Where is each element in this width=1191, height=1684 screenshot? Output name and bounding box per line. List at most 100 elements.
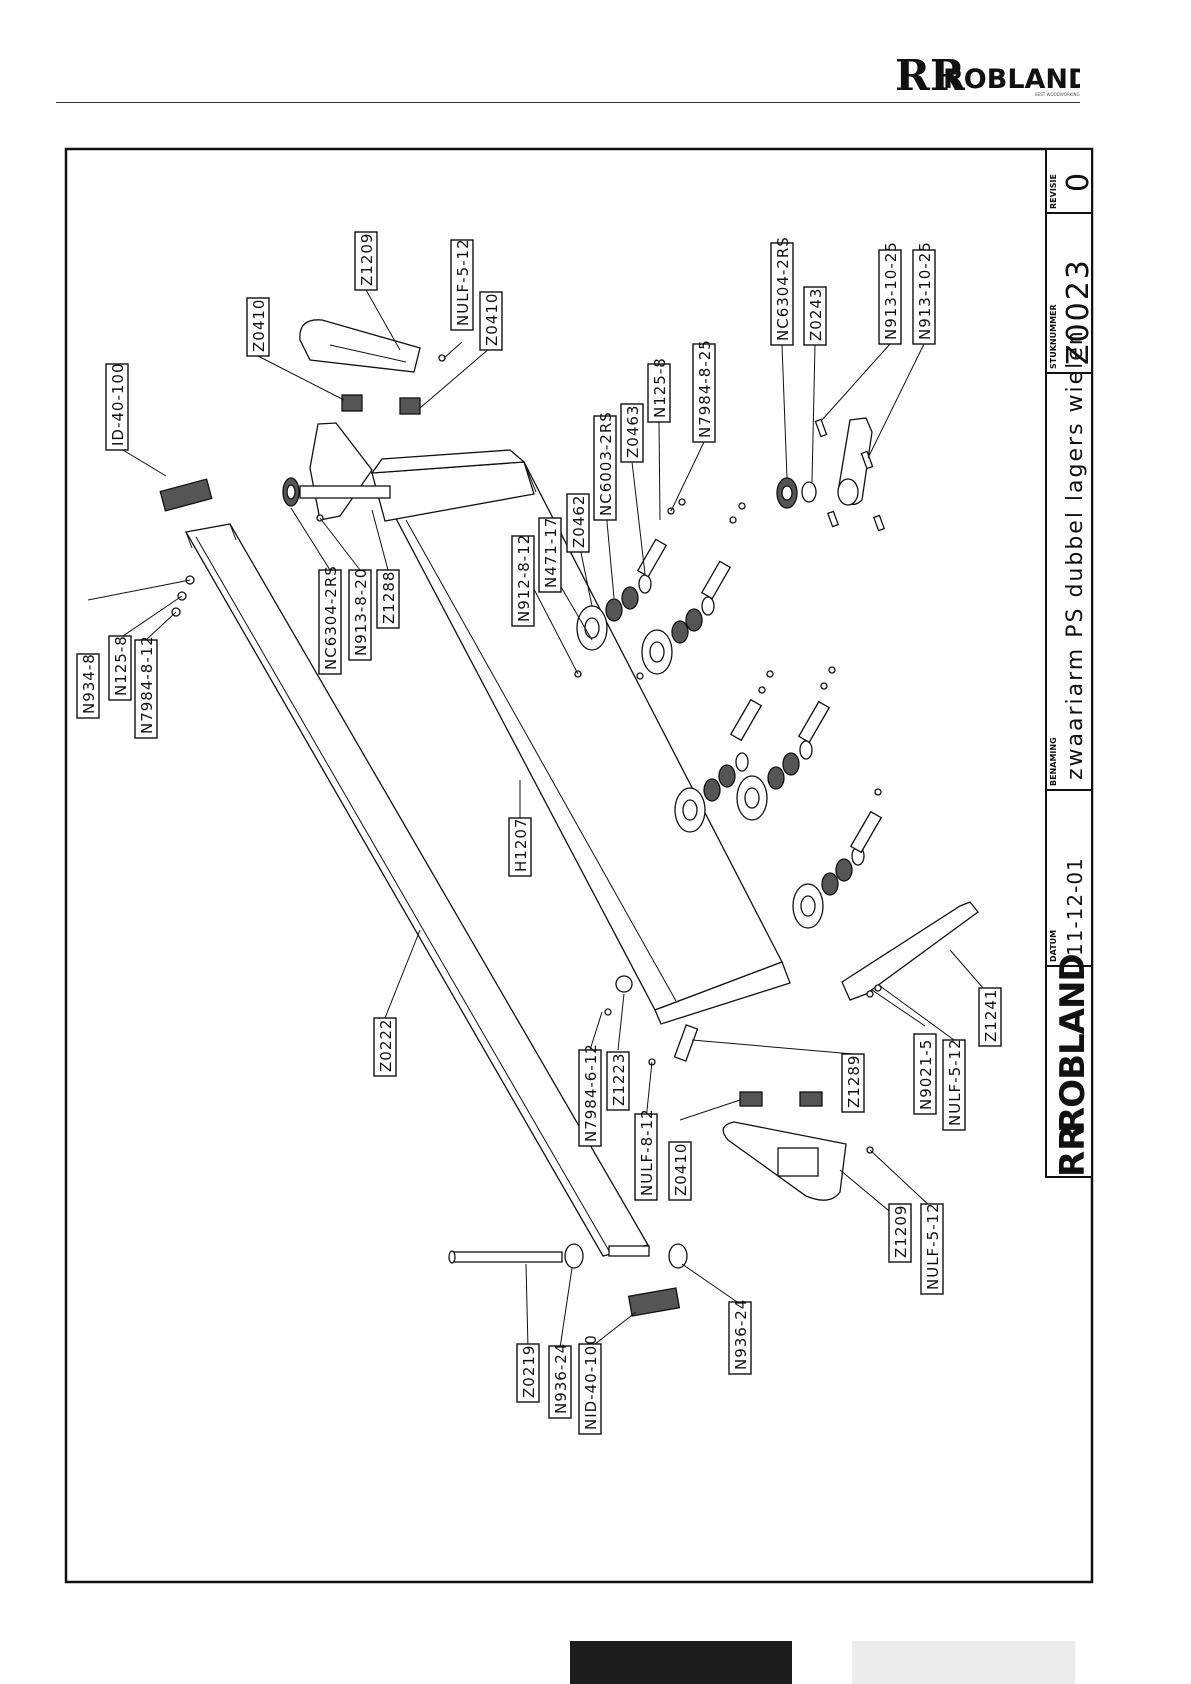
part-label-p18: Z0462 bbox=[566, 493, 590, 553]
svg-text:N913-8-20: N913-8-20 bbox=[352, 568, 370, 656]
svg-text:NULF-5-12: NULF-5-12 bbox=[924, 1202, 942, 1290]
part-label-p26: Z1223 bbox=[606, 1051, 630, 1111]
spacer-z1289 bbox=[673, 1024, 699, 1062]
svg-text:NULF-5-12: NULF-5-12 bbox=[454, 238, 472, 326]
cover-top-z1209 bbox=[299, 319, 421, 373]
svg-text:NULF-8-12: NULF-8-12 bbox=[638, 1108, 656, 1196]
part-label-p21: N125-8 bbox=[647, 357, 671, 423]
part-geometry bbox=[159, 319, 979, 1317]
svg-text:Z0243: Z0243 bbox=[807, 288, 825, 341]
svg-text:H1207: H1207 bbox=[512, 818, 530, 872]
revisie-label: REVISIE bbox=[1049, 174, 1058, 209]
part-label-p22: N7984-8-25 bbox=[692, 339, 716, 443]
part-label-p28: Z0410 bbox=[668, 1141, 692, 1201]
part-label-p24: Z0222 bbox=[373, 1017, 397, 1077]
part-label-p8: N913-10-25 bbox=[878, 241, 902, 345]
svg-text:Z0463: Z0463 bbox=[624, 405, 642, 458]
bracket-z1241 bbox=[841, 901, 979, 1001]
header-logo-mark: RR bbox=[895, 54, 966, 98]
svg-text:N913-10-25: N913-10-25 bbox=[882, 241, 900, 340]
part-labels: ID-40-100 Z0410 Z1209 NULF-5-12 Z0410 NC… bbox=[76, 231, 1002, 1435]
nut-n936-b bbox=[668, 1243, 688, 1269]
part-label-p23: H1207 bbox=[508, 817, 532, 877]
svg-text:N934-8: N934-8 bbox=[80, 653, 98, 714]
svg-text:Z1288: Z1288 bbox=[380, 571, 398, 624]
title-block-logo: RR ROBLAND bbox=[1053, 954, 1093, 1177]
header-robland-logo: RR ROBLAND BEST WOODWORKING bbox=[895, 51, 1090, 100]
part-label-p2: Z0410 bbox=[246, 297, 270, 357]
part-label-p4: NULF-5-12 bbox=[450, 238, 474, 331]
svg-text:N7984-8-25: N7984-8-25 bbox=[696, 339, 714, 438]
nut-n936-a bbox=[564, 1243, 584, 1269]
part-label-p36: N936-24 bbox=[548, 1343, 572, 1419]
part-label-p31: NULF-5-12 bbox=[942, 1038, 966, 1131]
part-label-p37: NID-40-100 bbox=[578, 1334, 602, 1435]
part-label-p14: N913-8-20 bbox=[348, 568, 372, 661]
svg-text:N7984-8-12: N7984-8-12 bbox=[138, 635, 156, 734]
stuknummer-label: STUKNUMMER bbox=[1049, 304, 1058, 369]
svg-text:NC6304-2RS: NC6304-2RS bbox=[774, 236, 792, 341]
svg-text:N7984-6-12: N7984-6-12 bbox=[582, 1043, 600, 1142]
title-block: RR ROBLAND DATUM 11-12-01 BENAMING zwaar… bbox=[1045, 148, 1096, 1178]
wheel-stack-2 bbox=[641, 502, 746, 675]
svg-text:N471-17: N471-17 bbox=[542, 517, 560, 588]
svg-text:N936-24: N936-24 bbox=[552, 1343, 570, 1414]
part-label-p29: Z1289 bbox=[841, 1053, 865, 1113]
leader-lines bbox=[87, 289, 991, 1349]
part-label-p38: N936-24 bbox=[728, 1299, 752, 1375]
part-label-p17: N471-17 bbox=[538, 517, 562, 593]
svg-text:Z1223: Z1223 bbox=[610, 1053, 628, 1106]
svg-text:NC6304-2RS: NC6304-2RS bbox=[322, 565, 340, 670]
wheel-stack-1 bbox=[576, 498, 686, 651]
part-label-p5: Z0410 bbox=[479, 291, 503, 351]
cap-z1223 bbox=[615, 975, 633, 993]
svg-text:Z0410: Z0410 bbox=[250, 299, 268, 352]
header-tagline: BEST WOODWORKING bbox=[1035, 92, 1080, 97]
clip-z0410-b bbox=[399, 397, 421, 415]
svg-text:N913-10-25: N913-10-25 bbox=[916, 241, 934, 340]
benaming-value: zwaariarm PS dubbel lagers wielen bbox=[1063, 329, 1088, 780]
part-label-p10: N934-8 bbox=[76, 653, 100, 719]
part-label-p7: Z0243 bbox=[803, 286, 827, 346]
svg-text:Z0222: Z0222 bbox=[377, 1019, 395, 1072]
part-label-p9: N913-10-25 bbox=[912, 241, 936, 345]
header-divider bbox=[56, 102, 1080, 103]
part-label-p15: Z1288 bbox=[376, 569, 400, 629]
title-block-logo-mark: RR bbox=[1053, 1125, 1093, 1177]
clip-z0410-a bbox=[341, 394, 363, 412]
end-cap-top bbox=[159, 478, 213, 512]
svg-text:NULF-5-12: NULF-5-12 bbox=[946, 1038, 964, 1126]
top-plate bbox=[309, 422, 373, 521]
shaft-z0219 bbox=[451, 1251, 563, 1263]
clip-z0410-c bbox=[739, 1091, 763, 1107]
end-cap-bottom bbox=[627, 1287, 681, 1317]
part-label-p32: Z1241 bbox=[978, 987, 1002, 1047]
stuknummer-value: Z0023 bbox=[1061, 258, 1096, 365]
svg-text:Z0410: Z0410 bbox=[672, 1143, 690, 1196]
svg-text:Z1209: Z1209 bbox=[358, 233, 376, 286]
part-label-p16: N912-8-12 bbox=[511, 534, 535, 627]
part-label-p35: Z0219 bbox=[516, 1343, 540, 1403]
part-label-p12: N7984-8-12 bbox=[134, 635, 158, 739]
revisie-value: 0 bbox=[1061, 171, 1096, 192]
svg-text:Z1209: Z1209 bbox=[892, 1205, 910, 1258]
svg-text:NID-40-100: NID-40-100 bbox=[582, 1334, 600, 1430]
wheel-stack-5 bbox=[792, 788, 883, 929]
svg-text:N912-8-12: N912-8-12 bbox=[515, 534, 533, 622]
footer-dark-block bbox=[570, 1641, 792, 1684]
svg-text:N936-24: N936-24 bbox=[732, 1299, 750, 1370]
wheel-stack-3 bbox=[674, 670, 774, 833]
title-block-brand: ROBLAND bbox=[1053, 954, 1093, 1133]
datum-label: DATUM bbox=[1049, 930, 1058, 962]
svg-text:N125-8: N125-8 bbox=[112, 635, 130, 696]
svg-text:ID-40-100: ID-40-100 bbox=[109, 362, 127, 446]
svg-text:Z1241: Z1241 bbox=[982, 989, 1000, 1042]
svg-text:Z0410: Z0410 bbox=[483, 293, 501, 346]
beam-z0222 bbox=[184, 523, 649, 1257]
footer-light-block bbox=[852, 1641, 1075, 1684]
washer-z0243 bbox=[801, 481, 817, 503]
part-label-p33: Z1209 bbox=[888, 1203, 912, 1263]
svg-text:N9021-5: N9021-5 bbox=[917, 1039, 935, 1110]
svg-text:N125-8: N125-8 bbox=[651, 357, 669, 418]
